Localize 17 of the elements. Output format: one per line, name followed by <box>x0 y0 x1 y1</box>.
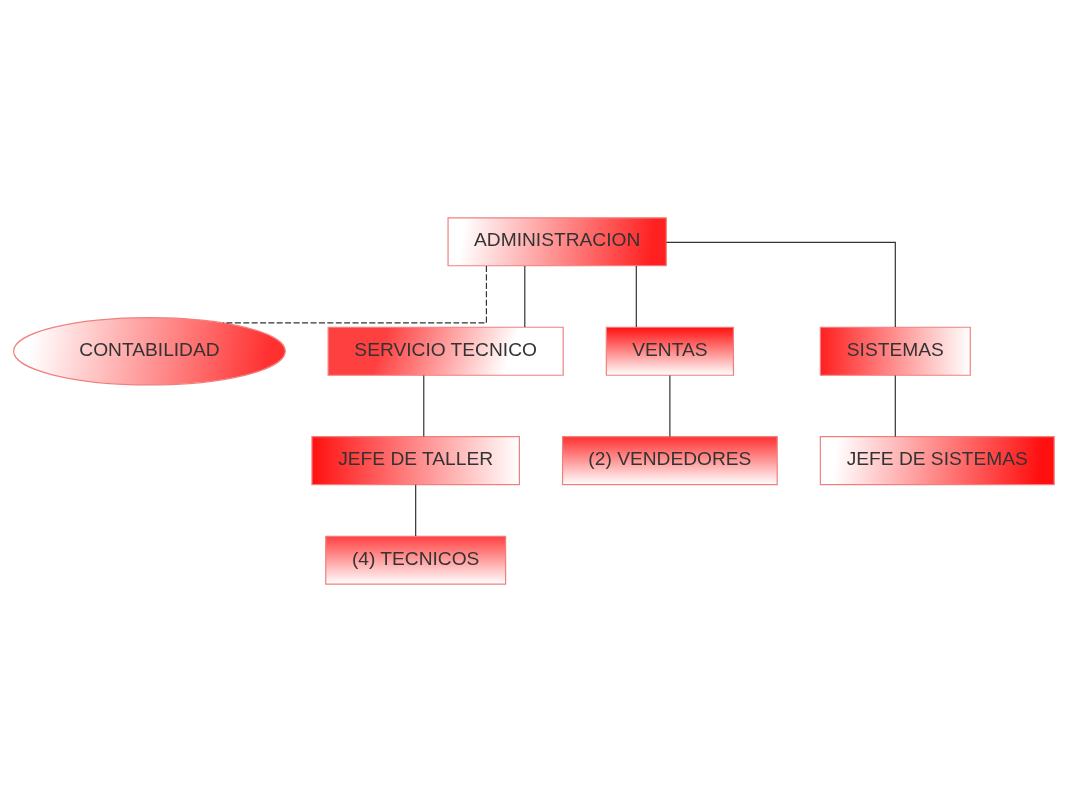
node-ellipse: CONTABILIDAD <box>13 317 286 386</box>
connector <box>524 265 526 328</box>
node-box: SISTEMAS <box>819 326 971 376</box>
node-box: ADMINISTRACION <box>447 217 667 267</box>
node-box: VENTAS <box>605 326 735 376</box>
connector <box>669 374 671 438</box>
node-box: JEFE DE SISTEMAS <box>819 436 1055 486</box>
connector <box>635 265 637 328</box>
node-box: (4) TECNICOS <box>325 535 507 585</box>
connector <box>665 241 896 328</box>
connector <box>222 265 488 324</box>
connector <box>415 484 417 537</box>
node-box: JEFE DE TALLER <box>311 436 520 486</box>
node-box: SERVICIO TECNICO <box>327 326 564 376</box>
connector <box>894 374 896 438</box>
connector <box>423 374 425 438</box>
node-box: (2) VENDEDORES <box>561 436 778 486</box>
